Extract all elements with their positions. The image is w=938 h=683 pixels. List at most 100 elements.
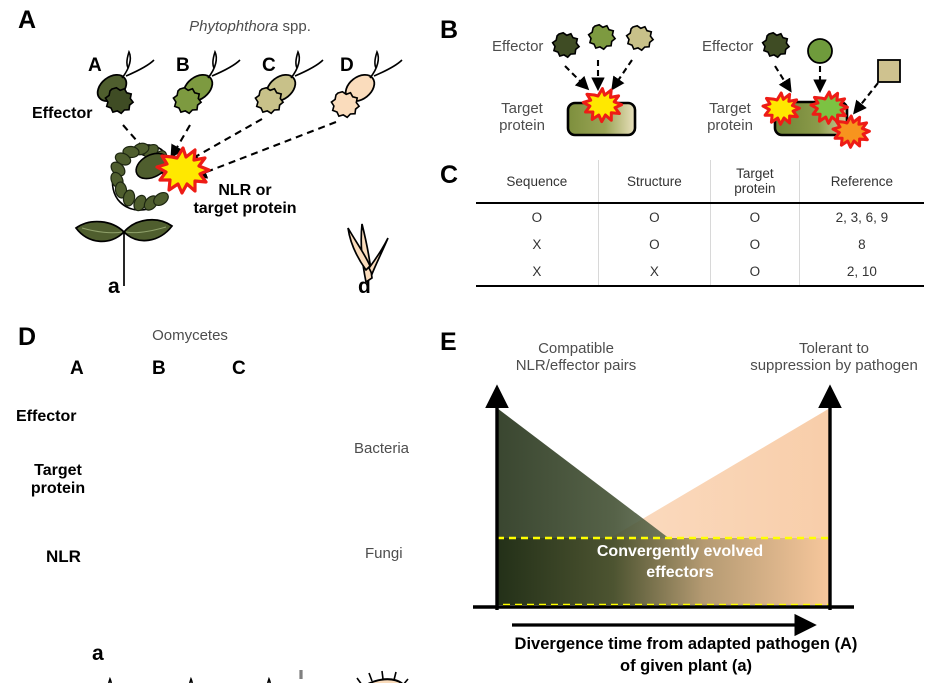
panel-b-left-target-label: Target protein bbox=[482, 100, 562, 135]
panel-a-effector-label: Effector bbox=[32, 105, 93, 122]
panel-a-pathogen-label-b: B bbox=[176, 55, 190, 76]
panel-d-zoospore-b bbox=[189, 676, 193, 683]
table-header-reference: Reference bbox=[798, 160, 924, 204]
panel-a-target-label: NLR or target protein bbox=[170, 182, 320, 219]
panel-d-target-label: Target protein bbox=[18, 462, 98, 499]
table-header-target-protein: Target protein bbox=[710, 160, 800, 204]
panel-a-arrow-3 bbox=[185, 118, 263, 163]
panel-c-letter: C bbox=[440, 161, 459, 189]
cell-structure: O bbox=[597, 204, 711, 231]
panel-e-box-label-line1: Convergently evolved bbox=[596, 543, 764, 560]
panel-b-right-burst-3 bbox=[831, 114, 871, 149]
panel-d-graphics bbox=[0, 320, 438, 683]
panel-a-effector-1 bbox=[104, 86, 135, 115]
panel-d-zoospore-c bbox=[267, 676, 271, 683]
panel-a-title: Phytophthora spp. bbox=[150, 18, 350, 35]
panel-b-right-arrow-1 bbox=[774, 65, 792, 93]
cell-target: O bbox=[710, 204, 800, 231]
zoospore-d bbox=[344, 49, 403, 103]
panel-d-target-line2: protein bbox=[30, 480, 86, 498]
panel-d-nlr-label: NLR bbox=[46, 547, 81, 566]
panel-a-graphics bbox=[0, 0, 438, 320]
cell-sequence: X bbox=[532, 237, 542, 252]
panel-b-right-target-line2: protein bbox=[707, 117, 753, 135]
table-header-target-line1: Target bbox=[736, 166, 774, 181]
panel-b-left-effector-label: Effector bbox=[492, 38, 544, 55]
cell-target: O bbox=[710, 258, 800, 286]
cell-reference: 2, 3, 6, 9 bbox=[798, 204, 924, 231]
panel-e-x-axis-label: Divergence time from adapted pathogen (A… bbox=[466, 633, 906, 678]
panel-e-convergent-box bbox=[495, 536, 832, 607]
panel-d-pathogen-label-b: B bbox=[152, 358, 166, 379]
panel-e-graphics bbox=[430, 320, 938, 683]
table-row: X X O 2, 10 bbox=[476, 258, 924, 286]
panel-a-arrow-4 bbox=[193, 121, 337, 179]
panel-e-box-label: Convergently evolved effectors bbox=[485, 542, 875, 584]
table-header-row: Sequence Structure Target protein Refere… bbox=[476, 160, 924, 204]
panel-b-right-effector-1 bbox=[761, 31, 791, 59]
panel-a-title-suffix: spp. bbox=[278, 18, 311, 35]
panel-d-bacteria-label: Bacteria bbox=[354, 440, 410, 457]
panel-b-left-arrow-1 bbox=[564, 65, 590, 91]
panel-d-zoospore-a bbox=[108, 676, 112, 683]
cell-sequence: O bbox=[531, 210, 543, 225]
bacterium-1 bbox=[356, 670, 409, 683]
panel-d-pathogen-label-c: C bbox=[232, 358, 246, 379]
panel-d-letter: D bbox=[18, 323, 37, 351]
panel-b-graphics bbox=[435, 0, 938, 155]
panel-e-right-axis-line1: Tolerant to bbox=[798, 340, 870, 357]
panel-b-left-target-line1: Target bbox=[501, 100, 543, 117]
panel-a-pathogen-label-a: A bbox=[88, 55, 102, 76]
cell-target: O bbox=[710, 231, 800, 258]
panel-a-effector-3 bbox=[254, 86, 285, 115]
panel-a-effector-4 bbox=[330, 90, 361, 119]
panel-a-pathogen-label-d: D bbox=[340, 55, 354, 76]
panel-b-left-effector-1 bbox=[551, 31, 581, 59]
panel-e-x-axis-line2: of given plant (a) bbox=[620, 657, 752, 676]
cell-reference: 8 bbox=[798, 231, 924, 258]
panel-a-effector-2 bbox=[172, 86, 203, 115]
panel-b-right-effector-3 bbox=[877, 59, 901, 83]
panel-b-right-effector-label: Effector bbox=[702, 38, 754, 55]
cell-structure: O bbox=[597, 231, 711, 258]
table-row: X O O 8 bbox=[476, 231, 924, 258]
panel-b-left-effector-2 bbox=[587, 23, 617, 51]
panel-a-burst bbox=[155, 146, 211, 195]
panel-e-left-axis-line2: NLR/effector pairs bbox=[515, 357, 637, 375]
panel-b-letter: B bbox=[440, 16, 459, 44]
panel-d-plant-label: a bbox=[92, 642, 104, 665]
panel-a-pathogen-label-c: C bbox=[262, 55, 276, 76]
panel-a-target-label-line1: NLR or bbox=[218, 182, 272, 199]
panel-b-left-burst bbox=[581, 87, 624, 124]
panel-b-right-effector-2 bbox=[807, 38, 833, 64]
cell-sequence: X bbox=[532, 264, 542, 279]
panel-a-letter: A bbox=[18, 6, 37, 34]
panel-b-right-arrow-3 bbox=[853, 82, 879, 115]
panel-e-letter: E bbox=[440, 328, 457, 356]
cell-structure: X bbox=[597, 258, 711, 286]
table-header-target-line2: protein bbox=[734, 181, 776, 196]
panel-b-left-effector-3 bbox=[625, 24, 655, 52]
panel-e-left-axis-label: Compatible NLR/effector pairs bbox=[476, 340, 676, 375]
panel-e-left-axis-line1: Compatible bbox=[538, 340, 614, 357]
panel-c-table: Sequence Structure Target protein Refere… bbox=[476, 160, 924, 288]
panel-a-target-label-line2: target protein bbox=[193, 200, 297, 218]
panel-d-bacteria-icons bbox=[356, 670, 409, 683]
panel-b-left-target-line2: protein bbox=[499, 117, 545, 135]
panel-b-right-target-line1: Target bbox=[709, 100, 751, 117]
panel-b-right-target-label: Target protein bbox=[690, 100, 770, 135]
panel-b-right-burst-2 bbox=[809, 90, 849, 125]
panel-e-right-axis-label: Tolerant to suppression by pathogen bbox=[730, 340, 938, 375]
panel-d-title: Oomycetes bbox=[152, 327, 228, 344]
panel-d-target-line1: Target bbox=[34, 462, 82, 479]
table-header-structure: Structure bbox=[597, 160, 711, 204]
panel-a-grass bbox=[347, 223, 389, 284]
panel-a-seedling bbox=[74, 218, 174, 286]
panel-a-arrow-2 bbox=[170, 124, 191, 159]
panel-a-plant-label: a bbox=[108, 275, 120, 298]
panel-a-title-genus: Phytophthora bbox=[189, 18, 279, 35]
panel-d-effector-label: Effector bbox=[16, 408, 77, 425]
panel-e-right-axis-line2: suppression by pathogen bbox=[750, 357, 918, 375]
panel-e-x-axis-line1: Divergence time from adapted pathogen (A… bbox=[514, 635, 858, 653]
